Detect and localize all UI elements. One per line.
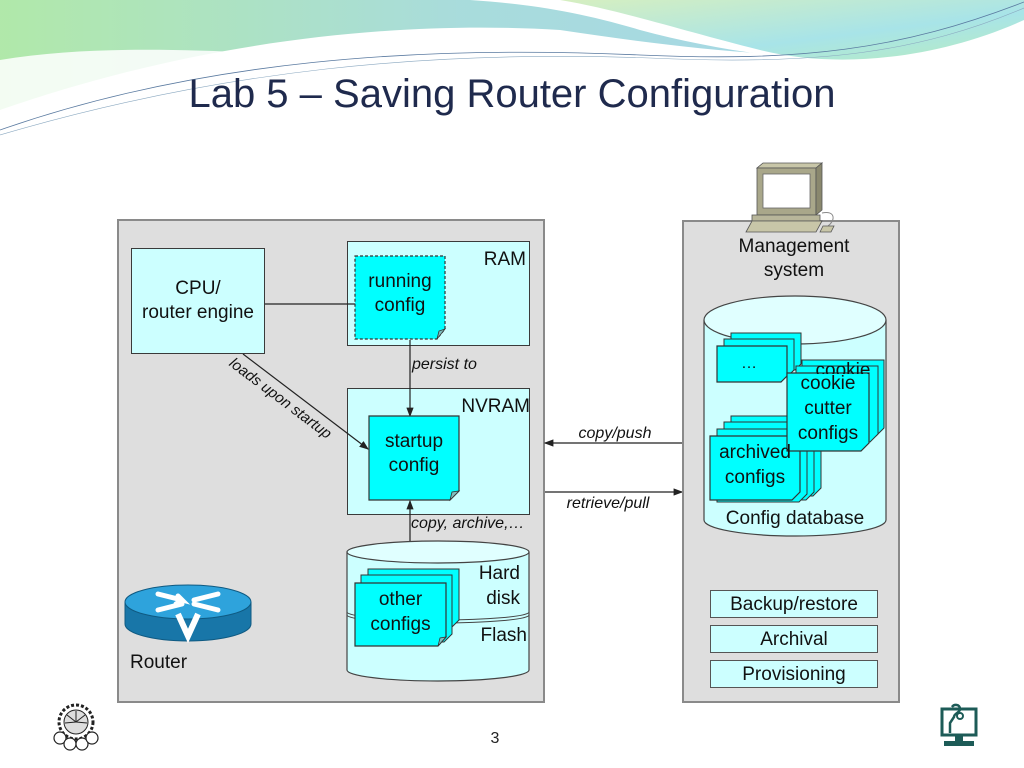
startup-config-label-line2: config: [388, 455, 440, 476]
cpu-label-line2: router engine: [142, 302, 254, 323]
flash-label: Flash: [480, 625, 527, 646]
ellipsis-configs-stack: [716, 332, 802, 383]
cpu-box: [131, 248, 265, 354]
university-logo-icon: [53, 703, 99, 751]
running-config-doc: [354, 255, 446, 340]
page-number: 3: [490, 730, 500, 747]
copy-archive-label: copy, archive,…: [411, 515, 525, 532]
slide-title: Lab 5 – Saving Router Configuration: [188, 72, 836, 116]
running-config-label-line2: config: [374, 295, 426, 316]
cookie-label-line1: cookie: [800, 373, 856, 394]
cookie-label-line2: cutter: [804, 398, 852, 419]
cpu-label-line1: CPU/: [175, 278, 221, 299]
archived-label-line1: archived: [719, 442, 791, 463]
ellipsis-label: …: [741, 355, 757, 372]
computer-icon: [745, 162, 835, 233]
ram-label: RAM: [483, 249, 526, 270]
config-database-label: Config database: [725, 508, 865, 529]
service-backup-restore: Backup/restore: [710, 590, 878, 618]
startup-config-label-line1: startup: [384, 431, 444, 452]
retrieve-pull-label: retrieve/pull: [566, 495, 650, 512]
other-configs-label-line1: other: [378, 589, 423, 610]
management-title-line1: Management: [738, 236, 850, 257]
service-provisioning: Provisioning: [710, 660, 878, 688]
other-configs-label-line2: configs: [370, 614, 431, 635]
department-logo-icon: [940, 703, 978, 746]
nvram-label: NVRAM: [461, 396, 530, 417]
hard-disk-label-line1: Hard: [478, 563, 520, 584]
management-title-line2: system: [763, 260, 825, 281]
cookie-back-label: cookie: [815, 360, 871, 374]
loads-upon-startup-arrow: [242, 353, 369, 450]
archived-label-line2: configs: [724, 467, 786, 488]
router-label: Router: [130, 652, 188, 673]
running-config-label-line1: running: [368, 271, 432, 292]
hard-disk-label-line2: disk: [486, 588, 520, 609]
cookie-label-line3: configs: [797, 423, 859, 444]
copy-push-label: copy/push: [578, 425, 652, 442]
other-configs-stack: [354, 568, 460, 647]
router-icon: [124, 584, 252, 644]
persist-to-label: persist to: [412, 356, 477, 373]
service-archival: Archival: [710, 625, 878, 653]
